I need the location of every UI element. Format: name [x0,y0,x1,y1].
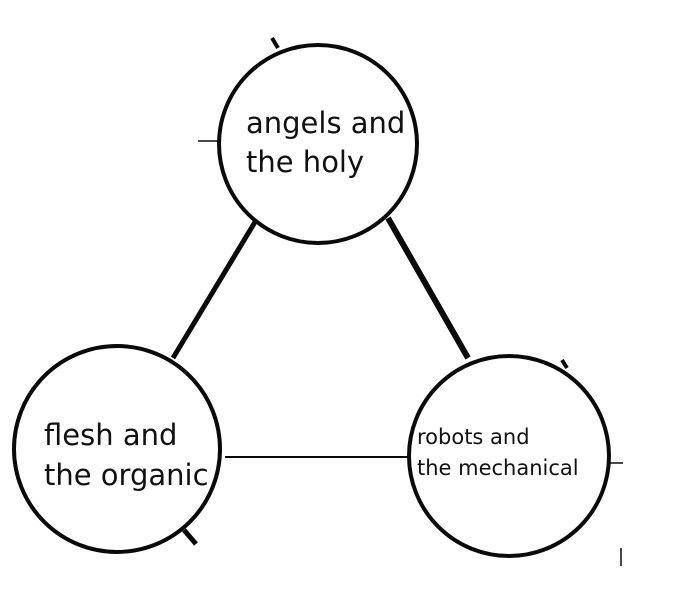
edge-top-right [385,216,471,360]
node-robots-tick-mark [560,358,569,370]
svg-text:flesh and the organic: flesh and the organic [44,418,209,492]
node-flesh-circle [12,344,222,554]
node-flesh-tick-mark [182,528,198,546]
node-angels-tick-mark [270,36,280,50]
node-flesh-line-1: flesh and [44,418,177,452]
node-flesh: flesh and the organic [12,344,222,554]
node-robots: robots and the mechanical [407,354,623,558]
node-robots-line-2: the mechanical [417,456,579,480]
svg-text:angels and the holy: angels and the holy [246,106,415,179]
node-robots-circle [407,354,611,558]
svg-text:robots and the mechanica: robots and the mechanical [417,425,579,480]
edge-top-left [170,220,258,360]
node-angels-line-1: angels and [246,106,405,140]
node-angels-line-2: the holy [246,145,364,179]
node-angels: angels and the holy [198,36,419,245]
node-robots-line-1: robots and [417,425,530,449]
node-flesh-line-2: the organic [44,458,209,492]
node-angels-circle [217,43,419,245]
